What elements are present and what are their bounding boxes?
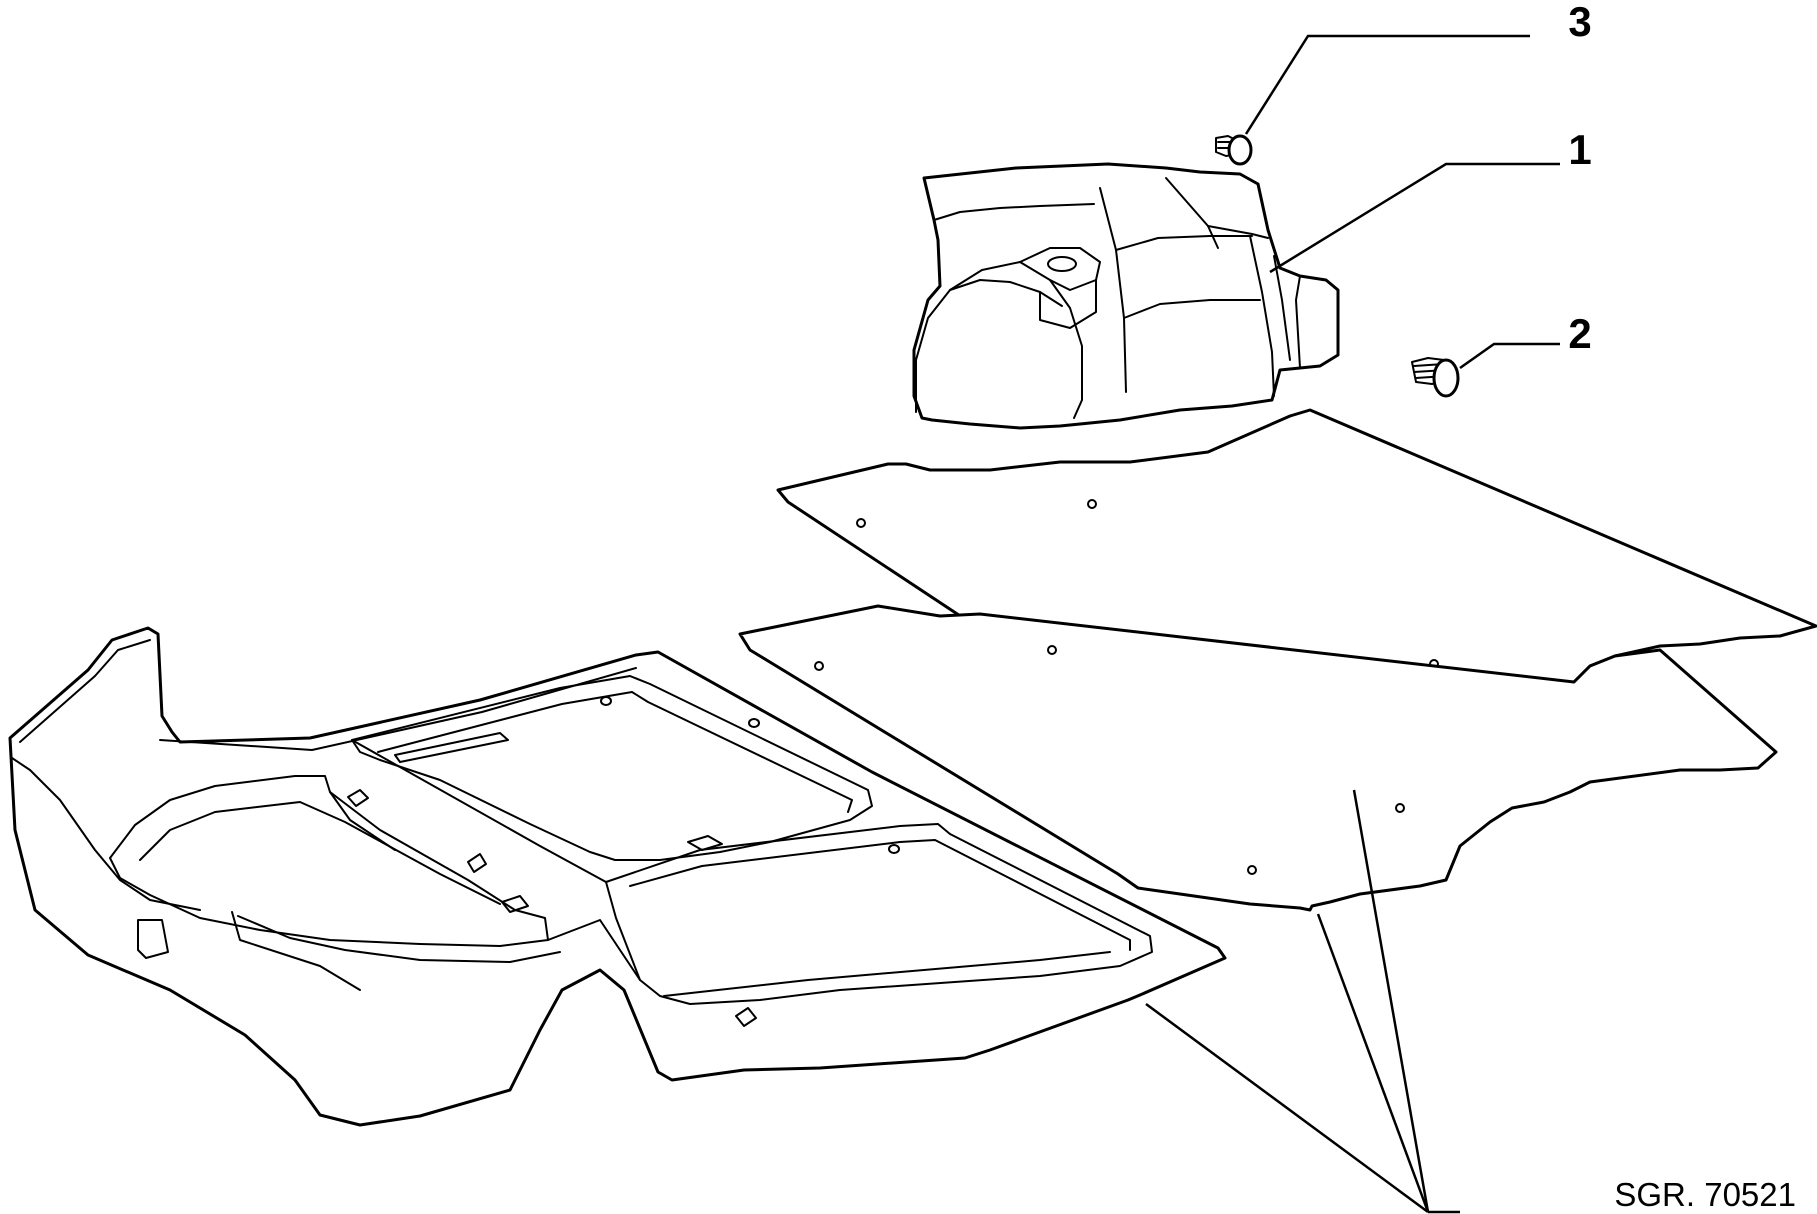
callout-number-1: 1 <box>1568 126 1591 173</box>
fastener-part-2 <box>1411 357 1460 398</box>
leader-lines <box>1145 34 1560 1214</box>
drawing-reference-code: SGR. 70521 <box>1614 1176 1796 1213</box>
wheel-arch-trim-part-1 <box>912 162 1340 430</box>
callout-number-3: 3 <box>1568 0 1591 45</box>
luggage-floor-panel-small <box>738 604 1778 912</box>
callout-number-2: 2 <box>1568 310 1591 357</box>
rear-floor-tray-mat <box>8 626 1227 1127</box>
fastener-part-3 <box>1215 134 1253 166</box>
